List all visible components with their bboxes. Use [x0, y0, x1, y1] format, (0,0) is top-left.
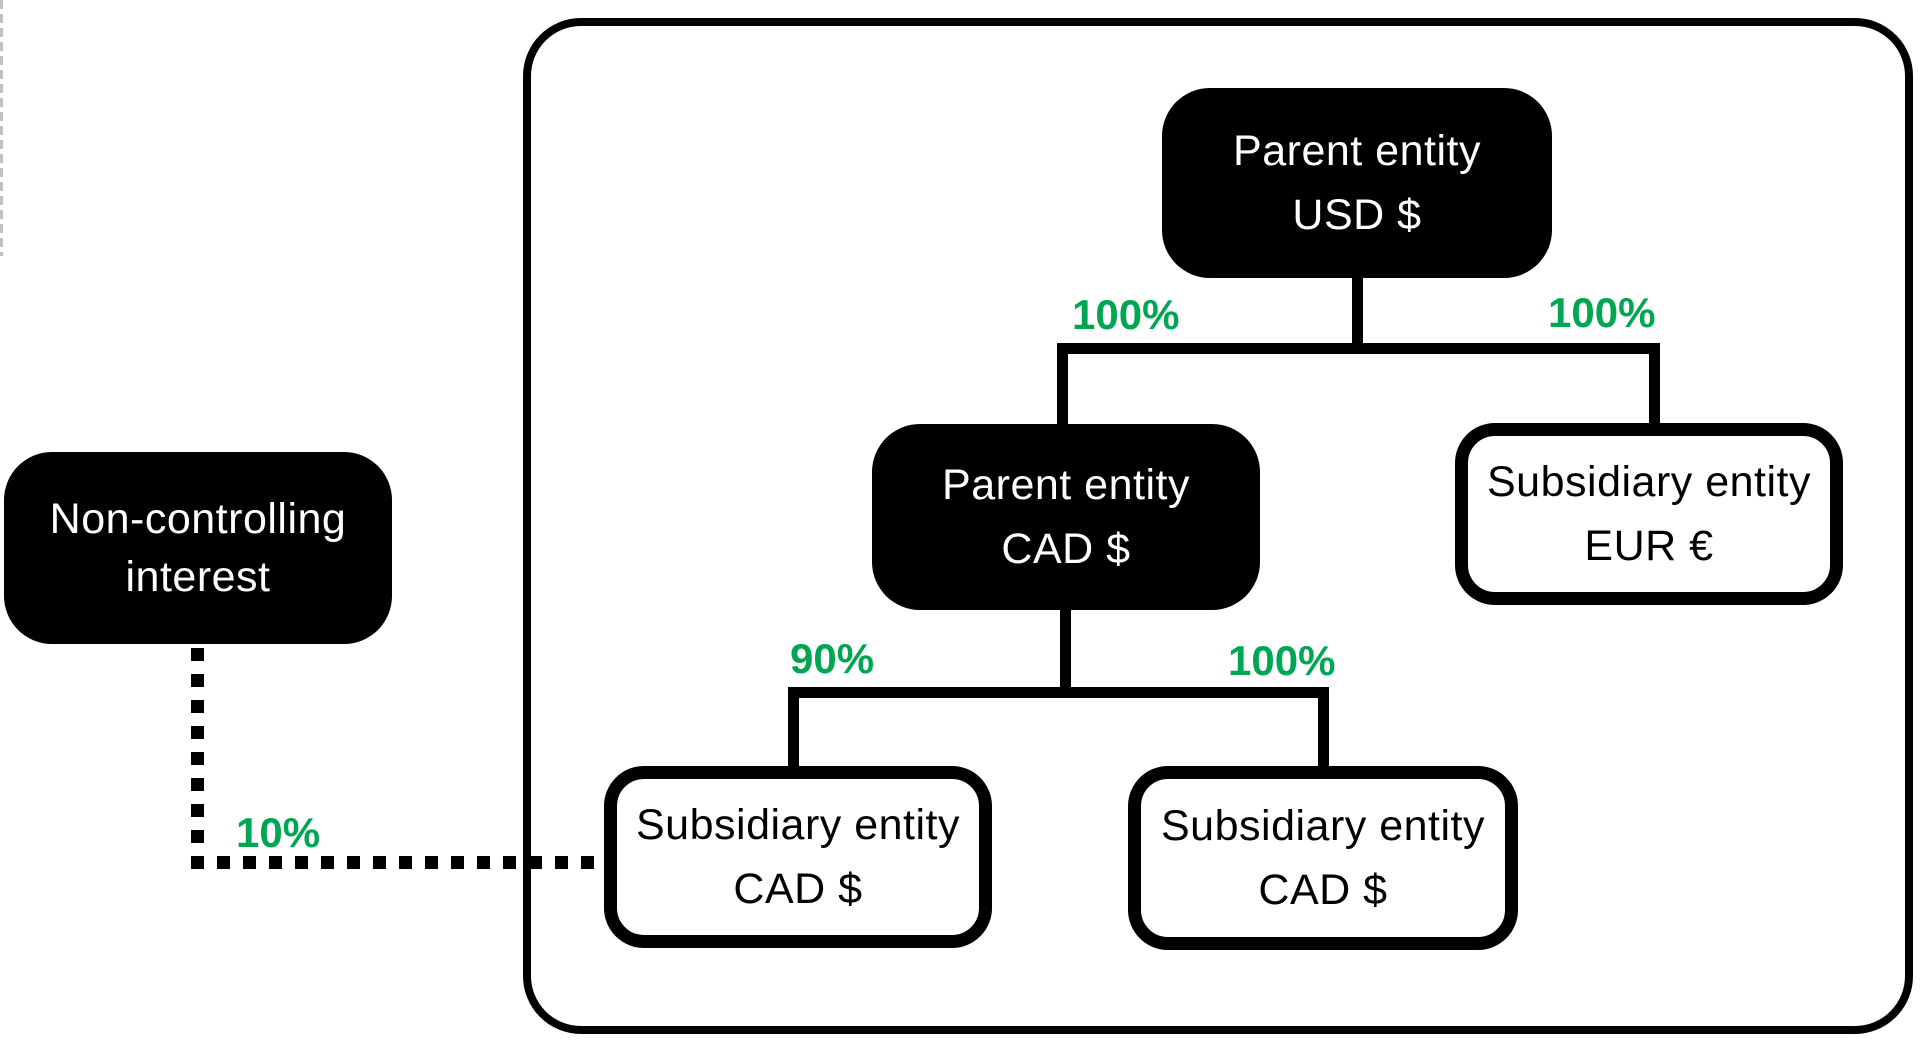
page-edge-dashed-artifact — [0, 0, 3, 256]
dotted-connector-nci-horizontal — [191, 856, 607, 869]
dotted-connector-nci-vertical — [191, 648, 204, 860]
node-subsidiary-entity-cad-right: Subsidiary entity CAD $ — [1128, 766, 1518, 950]
node-parent-entity-usd: Parent entity USD $ — [1162, 88, 1552, 278]
node-title: Parent entity — [1233, 127, 1481, 175]
node-parent-entity-cad: Parent entity CAD $ — [872, 424, 1260, 610]
ownership-label-cad-to-subleft: 90% — [790, 635, 875, 682]
connector-drop-to-cad — [1057, 343, 1068, 429]
node-title: Subsidiary entity — [636, 801, 960, 849]
node-currency: CAD $ — [733, 865, 863, 913]
node-currency: CAD $ — [1001, 525, 1131, 573]
node-currency: USD $ — [1292, 191, 1422, 239]
node-subsidiary-entity-eur: Subsidiary entity EUR € — [1455, 423, 1843, 605]
connector-usd-stem — [1352, 272, 1363, 348]
ownership-label-nci-to-subleft: 10% — [236, 809, 321, 856]
node-subsidiary-entity-cad-left: Subsidiary entity CAD $ — [604, 766, 992, 948]
connector-drop-to-subleft — [788, 687, 799, 771]
node-currency: EUR € — [1584, 522, 1714, 570]
ownership-label-usd-to-eur: 100% — [1548, 289, 1656, 336]
ownership-label-cad-to-subright: 100% — [1228, 637, 1336, 684]
node-title: Subsidiary entity — [1161, 802, 1485, 850]
connector-cad-stem — [1060, 606, 1071, 692]
connector-drop-to-subright — [1318, 687, 1329, 771]
connector-bottom-crossbar — [788, 687, 1329, 698]
node-non-controlling-interest: Non-controlling interest — [4, 452, 392, 644]
node-currency: CAD $ — [1258, 866, 1388, 914]
connector-top-crossbar — [1057, 343, 1660, 354]
node-title: Subsidiary entity — [1487, 458, 1811, 506]
connector-drop-to-eur — [1649, 343, 1660, 428]
ownership-label-usd-to-cad: 100% — [1072, 291, 1180, 338]
node-title: Non-controlling — [49, 495, 347, 543]
node-subtitle: interest — [125, 553, 271, 601]
consolidation-group-boundary — [523, 18, 1913, 1034]
node-title: Parent entity — [942, 461, 1190, 509]
